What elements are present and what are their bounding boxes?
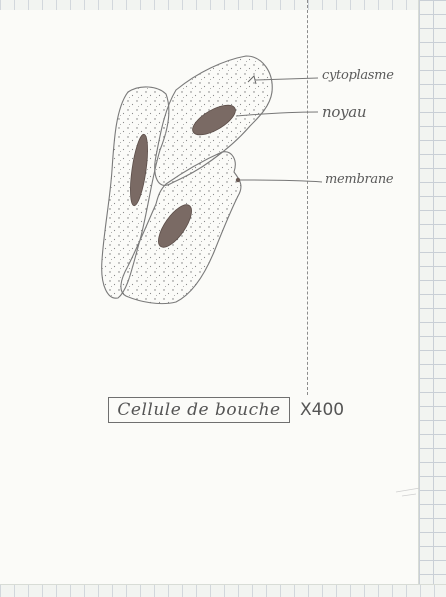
nucleus-label: noyau [322, 103, 366, 121]
membrane-label: membrane [325, 172, 393, 187]
cytoplasm-label: cytoplasme [322, 68, 394, 83]
caption-box: Cellule de bouche [108, 397, 290, 423]
membrane-marker [236, 178, 240, 182]
magnification-label: X400 [300, 400, 344, 420]
leader-line-membrane [240, 180, 322, 182]
pencil-smudge [396, 488, 420, 496]
caption-text: Cellule de bouche [117, 400, 280, 420]
